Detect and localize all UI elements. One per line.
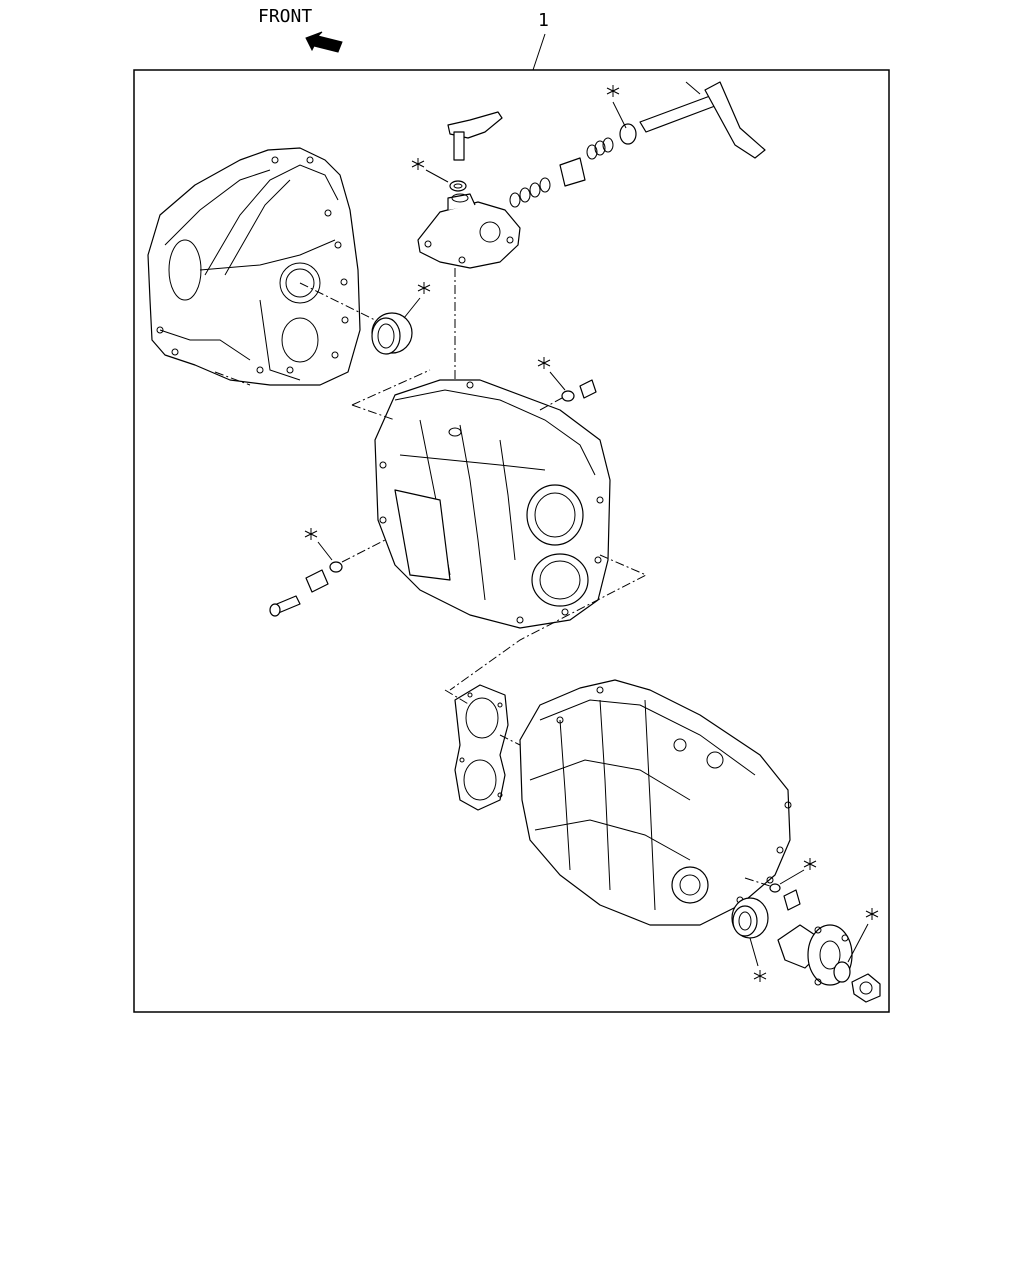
shift-lever-quadrant-box [417, 193, 521, 269]
case-outline-dashed [351, 369, 648, 691]
bolt [269, 539, 386, 617]
asterisk-marker-icon [403, 282, 431, 319]
asterisk-marker-icon [779, 858, 817, 885]
front-direction-arrow-icon [305, 31, 343, 53]
gasket-alignment-line [444, 689, 521, 746]
rear-oil-seal [731, 897, 769, 939]
flange-nut [833, 961, 881, 1003]
clutch-housing-alignment-line [214, 282, 376, 386]
drain-plug [744, 877, 801, 911]
intermediate-plate [374, 379, 611, 629]
plug-with-washer [539, 379, 597, 411]
front-label: FRONT [258, 6, 312, 27]
asterisk-marker-icon [304, 528, 333, 561]
shift-rod [509, 81, 766, 208]
gasket [454, 684, 509, 811]
asterisk-marker-icon [749, 937, 767, 982]
callout-number: 1 [538, 10, 549, 31]
front-oil-seal [371, 312, 413, 355]
asterisk-marker-icon [847, 908, 879, 963]
shift-lever [447, 111, 503, 161]
asterisk-marker-icon [606, 85, 627, 129]
diagram-frame [133, 69, 890, 1013]
callout-leader-line [532, 33, 546, 71]
asterisk-marker-icon [411, 158, 449, 183]
shift-lever-washer [449, 180, 467, 192]
clutch-housing [147, 147, 361, 386]
asterisk-marker-icon [537, 357, 566, 391]
transmission-case [519, 679, 792, 926]
